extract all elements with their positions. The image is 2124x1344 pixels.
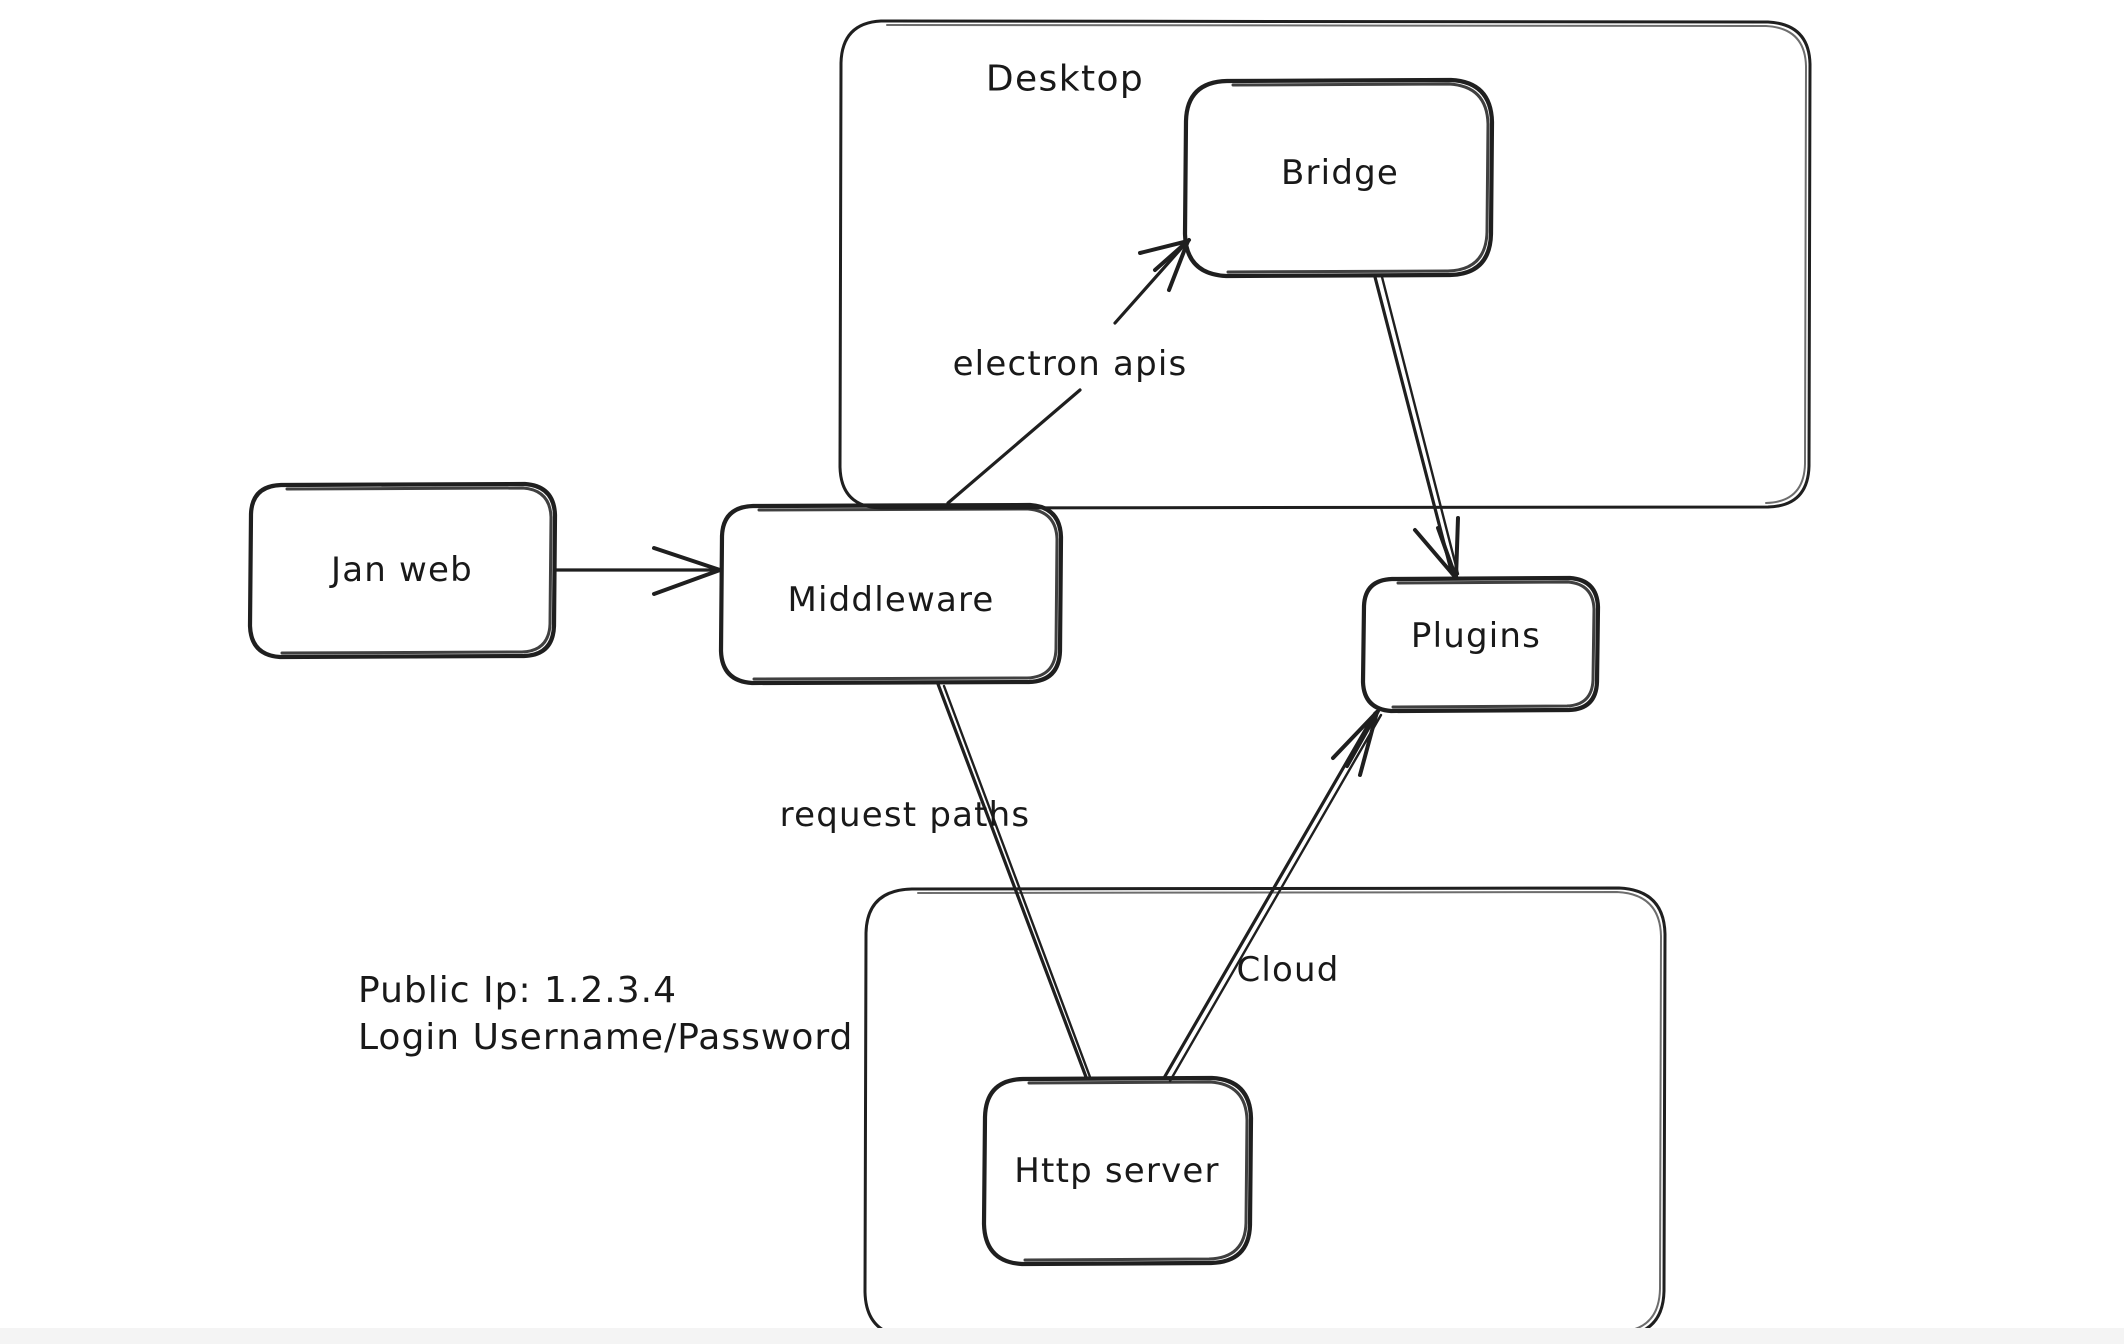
- connection-note: Public Ip: 1.2.3.4 Login Username/Passwo…: [358, 968, 853, 1062]
- edge-http-server-to-plugins: [1162, 709, 1383, 1083]
- edge-middleware-to-http-server: [936, 682, 1092, 1079]
- note-line-public-ip: Public Ip: 1.2.3.4: [358, 970, 677, 1011]
- node-middleware-shape: [718, 502, 1064, 686]
- group-desktop: [838, 19, 1812, 510]
- note-line-login: Login Username/Password: [358, 1016, 854, 1058]
- edge-bridge-to-plugins: [1373, 275, 1460, 580]
- node-label-jan-web[interactable]: Jan web: [331, 550, 473, 590]
- group-label-desktop: Desktop: [985, 58, 1145, 100]
- edge-janweb-to-middleware: [554, 546, 722, 596]
- node-label-bridge[interactable]: Bridge: [1280, 153, 1400, 193]
- edge-label-cloud: Cloud: [1236, 950, 1340, 990]
- node-bridge-shape: [1182, 77, 1495, 279]
- node-http-server-shape: [981, 1075, 1254, 1267]
- edge-label-request-paths: request paths: [779, 795, 1031, 835]
- node-plugins-shape: [1360, 575, 1601, 714]
- edge-middleware-to-bridge: [946, 238, 1191, 505]
- node-label-http-server[interactable]: Http server: [1014, 1151, 1220, 1191]
- node-jan-web-shape: [247, 481, 558, 660]
- edge-label-electron-apis: electron apis: [952, 344, 1188, 384]
- bottom-edge-strip: [0, 1328, 2124, 1344]
- node-label-plugins[interactable]: Plugins: [1410, 616, 1542, 656]
- node-label-middleware[interactable]: Middleware: [787, 580, 995, 620]
